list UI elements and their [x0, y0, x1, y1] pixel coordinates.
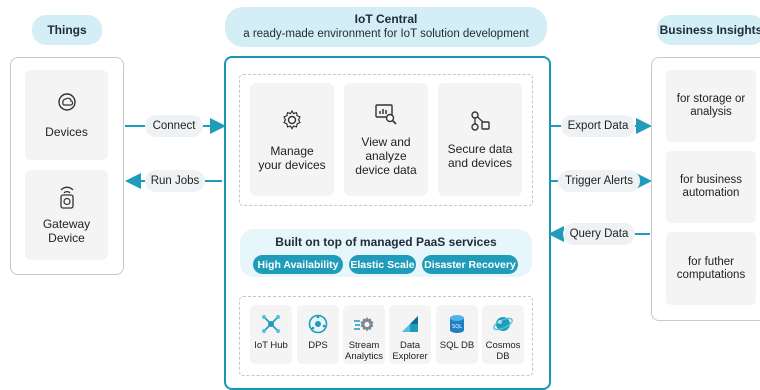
devices-label: Devices: [45, 125, 88, 139]
manage-devices-card: Manage your devices: [250, 83, 334, 196]
iot-central-title: IoT Central: [354, 12, 418, 26]
iot-central-header: IoT Central a ready-made environment for…: [225, 7, 547, 47]
gateway-device-card: Gateway Device: [25, 170, 108, 260]
insight-storage-label: for storage or analysis: [676, 93, 746, 118]
sql-db-tile: SQL SQL DB: [436, 305, 478, 364]
business-insights-header: Business Insights: [657, 15, 760, 45]
gateway-device-label: Gateway Device: [42, 217, 91, 245]
analytics-icon: [375, 103, 397, 125]
secure-data-label: Secure data and devices: [447, 141, 513, 170]
dps-icon: [308, 314, 328, 334]
data-explorer-tile: Data Explorer: [389, 305, 431, 364]
device-cloud-icon: [57, 93, 76, 111]
sql-db-icon: SQL: [450, 315, 464, 333]
connect-label: Connect: [145, 115, 203, 137]
cosmos-db-label: Cosmos DB: [485, 340, 521, 362]
stream-analytics-tile: Stream Analytics: [343, 305, 385, 364]
data-explorer-label: Data Explorer: [392, 340, 428, 362]
insight-automation-card: for business automation: [666, 151, 756, 223]
export-data-label: Export Data: [561, 115, 635, 137]
high-availability-pill: High Availability: [253, 255, 343, 274]
gear-icon: [283, 109, 301, 130]
things-header: Things: [32, 15, 102, 45]
manage-devices-label: Manage your devices: [258, 143, 326, 172]
insight-computations-label: for futher computations: [676, 255, 746, 281]
elastic-scale-pill: Elastic Scale: [349, 255, 416, 274]
devices-card: Devices: [25, 70, 108, 160]
insight-computations-card: for futher computations: [666, 232, 756, 305]
cosmos-db-tile: Cosmos DB: [482, 305, 524, 364]
cosmos-db-icon: [493, 317, 513, 331]
iot-hub-tile: IoT Hub: [250, 305, 292, 364]
svg-text:SQL: SQL: [452, 324, 462, 330]
iot-central-subtitle: a ready-made environment for IoT solutio…: [243, 28, 529, 40]
run-jobs-label: Run Jobs: [145, 170, 205, 192]
secure-data-card: Secure data and devices: [438, 83, 522, 196]
stream-analytics-icon: [354, 317, 374, 332]
query-data-label: Query Data: [563, 223, 635, 245]
services-group: [239, 296, 533, 376]
view-analyze-card: View and analyze device data: [344, 83, 428, 196]
disaster-recovery-pill: Disaster Recovery: [422, 255, 518, 274]
data-explorer-icon: [402, 316, 418, 332]
stream-analytics-label: Stream Analytics: [344, 340, 383, 362]
sql-db-label: SQL DB: [439, 340, 475, 351]
dps-label: DPS: [308, 340, 328, 351]
insight-storage-card: for storage or analysis: [666, 70, 756, 142]
view-analyze-label: View and analyze device data: [355, 134, 417, 177]
insight-automation-label: for business automation: [679, 174, 742, 199]
dps-tile: DPS: [297, 305, 339, 364]
gateway-icon: [59, 186, 74, 209]
paas-label: Built on top of managed PaaS services: [275, 235, 497, 249]
iot-hub-label: IoT Hub: [254, 340, 288, 351]
trigger-alerts-label: Trigger Alerts: [558, 170, 640, 192]
iot-hub-icon: [262, 315, 280, 333]
capabilities-group: [239, 74, 533, 206]
share-network-icon: [471, 110, 490, 131]
